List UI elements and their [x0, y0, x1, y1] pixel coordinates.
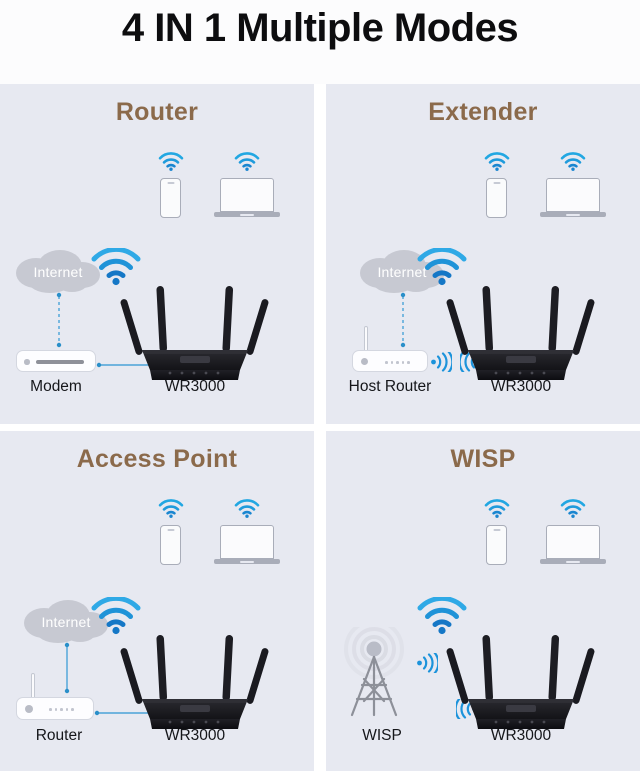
- internet-cloud-access-point: Internet: [18, 599, 114, 645]
- wr3000-router-icon: [120, 623, 270, 738]
- wifi-icon-small: [484, 499, 510, 523]
- source-device-label-extender: Host Router: [348, 378, 432, 395]
- smartphone-icon: [160, 525, 181, 565]
- wifi-icon-small: [560, 499, 586, 523]
- laptop-icon: [546, 178, 600, 212]
- main-device-label-access-point: WR3000: [164, 727, 226, 744]
- mode-panel-router[interactable]: Router: [0, 84, 314, 424]
- internet-cloud-extender: Internet: [354, 249, 450, 295]
- modem-box-icon: [16, 350, 96, 372]
- wifi-icon-small: [158, 152, 184, 176]
- mode-panel-wisp[interactable]: WISP: [326, 431, 640, 771]
- link-internet-to-router: [64, 642, 70, 699]
- laptop-icon: [220, 525, 274, 559]
- mode-title-router: Router: [115, 98, 199, 126]
- internet-label: Internet: [33, 264, 83, 280]
- mode-panel-extender[interactable]: Extender: [326, 84, 640, 424]
- wifi-icon-small: [484, 152, 510, 176]
- wifi-icon-small: [560, 152, 586, 176]
- wr3000-router-icon: [446, 274, 596, 389]
- link-internet-to-host-router: [400, 292, 406, 353]
- client-devices-extender: [474, 152, 634, 218]
- link-internet-to-modem: [56, 292, 62, 353]
- main-device-label-extender: WR3000: [490, 378, 552, 395]
- mode-panel-access-point[interactable]: Access Point: [0, 431, 314, 771]
- mode-title-extender: Extender: [428, 98, 538, 126]
- laptop-base: [214, 559, 280, 564]
- wr3000-router-icon: [446, 623, 596, 738]
- smartphone-icon: [160, 178, 181, 218]
- wr3000-router-icon: [120, 274, 270, 389]
- internet-cloud-router: Internet: [10, 249, 106, 295]
- laptop-icon: [220, 178, 274, 212]
- host-router-status-dot: [361, 358, 368, 365]
- mode-title-wisp: WISP: [450, 445, 516, 473]
- wifi-icon-large: [417, 595, 467, 640]
- signal-arcs-outbound: [416, 650, 440, 678]
- wifi-icon-large: [417, 246, 467, 291]
- modem-slot: [36, 360, 84, 364]
- wifi-icon-large: [91, 595, 141, 640]
- laptop-icon: [546, 525, 600, 559]
- wifi-icon-small: [234, 152, 260, 176]
- client-devices-wisp: [474, 499, 634, 565]
- modes-grid: Router: [0, 84, 640, 771]
- mode-title-access-point: Access Point: [76, 445, 238, 473]
- client-devices-router: [148, 152, 308, 218]
- laptop-base: [214, 212, 280, 217]
- wifi-icon-small: [158, 499, 184, 523]
- host-router-icon: [16, 697, 94, 720]
- modem-status-dot: [24, 359, 30, 365]
- source-device-label-wisp: WISP: [362, 727, 402, 744]
- router-status-dot: [25, 705, 33, 713]
- host-router-leds: [385, 361, 410, 364]
- main-device-label-wisp: WR3000: [490, 727, 552, 744]
- laptop-base: [540, 212, 606, 217]
- cell-tower-icon: [340, 619, 422, 724]
- client-devices-access-point: [148, 499, 308, 565]
- wifi-icon-small: [234, 499, 260, 523]
- main-device-label-router: WR3000: [164, 378, 226, 395]
- laptop-base: [540, 559, 606, 564]
- internet-label: Internet: [377, 264, 427, 280]
- internet-label: Internet: [41, 614, 91, 630]
- source-device-label-router: Modem: [30, 378, 82, 395]
- router-leds: [49, 708, 74, 711]
- host-router-icon: [352, 350, 428, 372]
- smartphone-icon: [486, 178, 507, 218]
- page-title: 4 IN 1 Multiple Modes: [0, 0, 640, 86]
- wifi-icon-large: [91, 246, 141, 291]
- smartphone-icon: [486, 525, 507, 565]
- source-device-label-access-point: Router: [35, 727, 83, 744]
